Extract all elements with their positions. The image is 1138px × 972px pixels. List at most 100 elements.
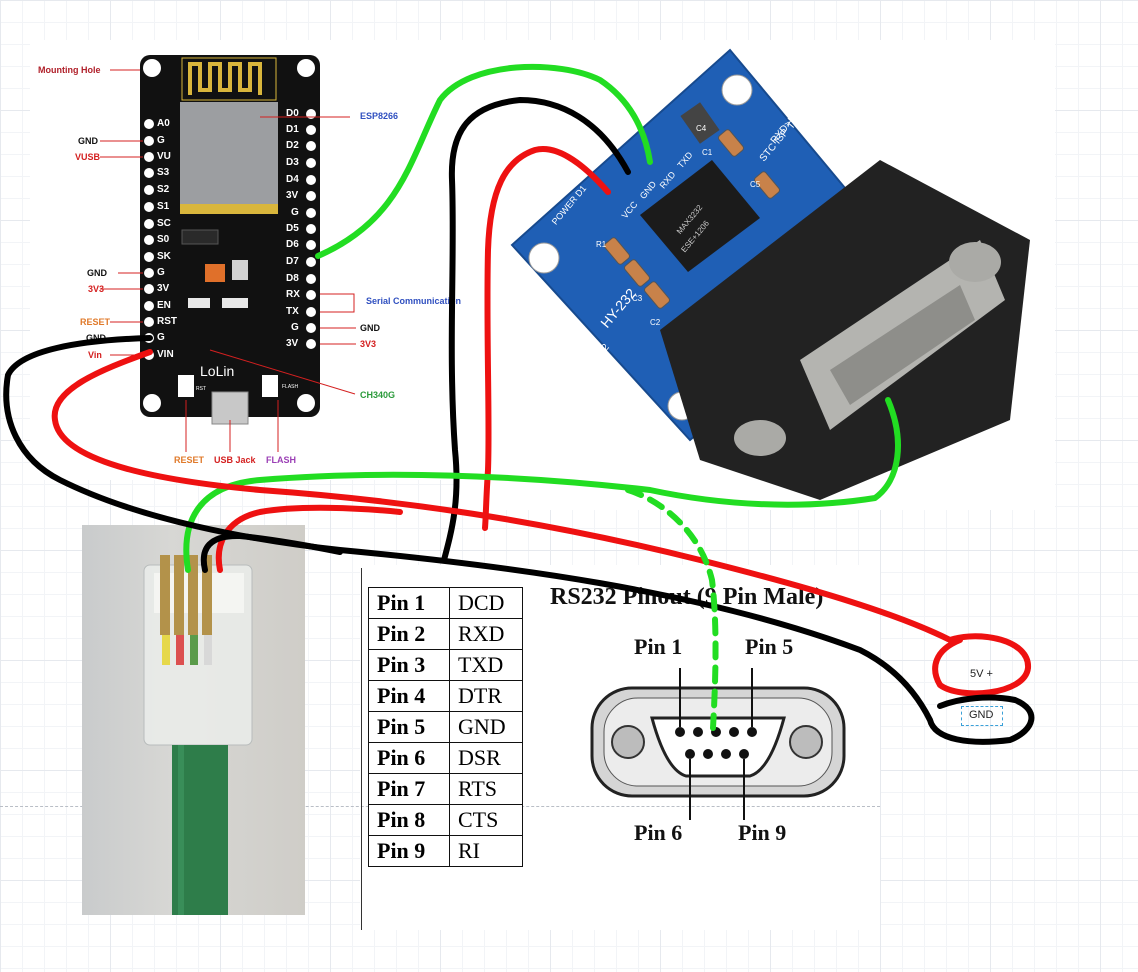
esp-pin-left: RST <box>157 316 177 327</box>
pin-signal: TXD <box>449 649 523 681</box>
db9-screw-right <box>789 725 823 759</box>
db9-label-pin9: Pin 9 <box>738 820 787 845</box>
esp-pin-right: RX <box>286 289 300 300</box>
rs232-pinout-title: RS232 Pinout (9 Pin Male) <box>550 584 824 610</box>
label-mounting-hole: Mounting Hole <box>38 65 101 75</box>
wire-black-g-gnd <box>3 335 1035 745</box>
db9-pins <box>675 727 757 759</box>
label-gnd-3: GND <box>86 333 106 343</box>
pin-signal: DCD <box>449 587 523 619</box>
wire-black-module-gnd <box>441 97 631 563</box>
esp-leader-lines <box>100 69 356 452</box>
label-serial-communication: Serial Communication <box>366 296 462 306</box>
power-gnd-box <box>961 706 1003 726</box>
label-gnd-1: GND <box>78 136 98 146</box>
esp-pin-right: TX <box>286 306 299 317</box>
pin-number: Pin 2 <box>368 618 450 650</box>
label-usb-jack: USB Jack <box>214 455 256 465</box>
esp-pin-left: S2 <box>157 184 170 195</box>
esp-pin-left: S0 <box>157 234 170 245</box>
esp-pin-right: G <box>291 207 299 218</box>
pin-signal: RXD <box>449 618 523 650</box>
pin-number: Pin 3 <box>368 649 450 681</box>
label-gnd-right: GND <box>360 323 380 333</box>
label-reset-bottom: RESET <box>174 455 205 465</box>
wire-red-vin-5v <box>51 349 1031 697</box>
mounting-hole <box>143 59 161 77</box>
esp-pin-right: 3V <box>286 338 299 349</box>
pin-signal: RI <box>449 835 523 867</box>
wire-green-dashed-db9-pin5 <box>625 487 719 731</box>
esp-right-pin-holes <box>306 109 316 349</box>
esp-pin-left: G <box>157 267 165 278</box>
esp-pin-left: G <box>157 135 165 146</box>
wire-green-d7-txd <box>315 63 653 259</box>
mounting-hole <box>297 394 315 412</box>
power-gnd-label: GND <box>969 709 994 721</box>
pin-signal: DSR <box>449 742 523 774</box>
silk-r1: R1 <box>596 240 607 249</box>
wire-red-rj <box>215 504 403 573</box>
rj-connector-drawing <box>143 555 253 915</box>
label-ch340g: CH340G <box>360 390 396 400</box>
silk-c5: C5 <box>750 180 761 189</box>
label-esp8266: ESP8266 <box>360 111 399 121</box>
esp8266-module <box>180 102 278 212</box>
label-vin: Vin <box>88 350 102 360</box>
mounting-hole <box>297 59 315 77</box>
silk-c1: C1 <box>702 148 713 157</box>
power-plus-label: 5V + <box>970 668 993 680</box>
label-vusb: VUSB <box>75 152 101 162</box>
esp-pin-right: D1 <box>286 124 299 135</box>
pin-number: Pin 4 <box>368 680 450 712</box>
label-gnd-2: GND <box>87 268 107 278</box>
esp-pin-right: D2 <box>286 140 299 151</box>
esp-pin-left: S3 <box>157 167 170 178</box>
db9-screw-left <box>611 725 645 759</box>
rj-connector-photo <box>82 525 305 915</box>
silk-c4: C4 <box>696 124 707 133</box>
mounting-hole <box>143 394 161 412</box>
esp-pin-left: A0 <box>157 118 170 129</box>
esp-pin-right: D7 <box>286 256 299 267</box>
label-3v3-right: 3V3 <box>360 339 377 349</box>
esp-pin-left: G <box>157 332 165 343</box>
max3232-chip <box>640 160 760 272</box>
esp-pin-right: D8 <box>286 273 299 284</box>
wire-black-rj <box>200 532 343 573</box>
esp-board-brand: LoLin <box>200 363 235 379</box>
silk-flash: FLASH <box>282 384 299 390</box>
esp-pin-right: D5 <box>286 223 299 234</box>
pin-number: Pin 7 <box>368 773 450 805</box>
pin-signal: CTS <box>449 804 523 836</box>
esp-pin-right: D0 <box>286 108 299 119</box>
esp-pin-right: D4 <box>286 174 299 185</box>
esp-pin-left: 3V <box>157 283 170 294</box>
wire-red-module-vcc <box>482 146 611 531</box>
silk-c2: C2 <box>650 318 661 327</box>
pin-signal: GND <box>449 711 523 743</box>
db9-label-pin6: Pin 6 <box>634 820 683 845</box>
esp-pin-left: SC <box>157 218 171 229</box>
silk-rst: RST <box>196 386 206 392</box>
pin-number: Pin 1 <box>368 587 450 619</box>
db9-label-pin1: Pin 1 <box>634 634 683 659</box>
pin-number: Pin 5 <box>368 711 450 743</box>
silk-c3: C3 <box>632 294 643 303</box>
label-reset-left: RESET <box>80 317 111 327</box>
esp-pin-right: 3V <box>286 190 299 201</box>
db9-label-pin5: Pin 5 <box>745 634 794 659</box>
esp-left-pin-holes <box>144 119 154 360</box>
label-3v3-left: 3V3 <box>88 284 105 294</box>
